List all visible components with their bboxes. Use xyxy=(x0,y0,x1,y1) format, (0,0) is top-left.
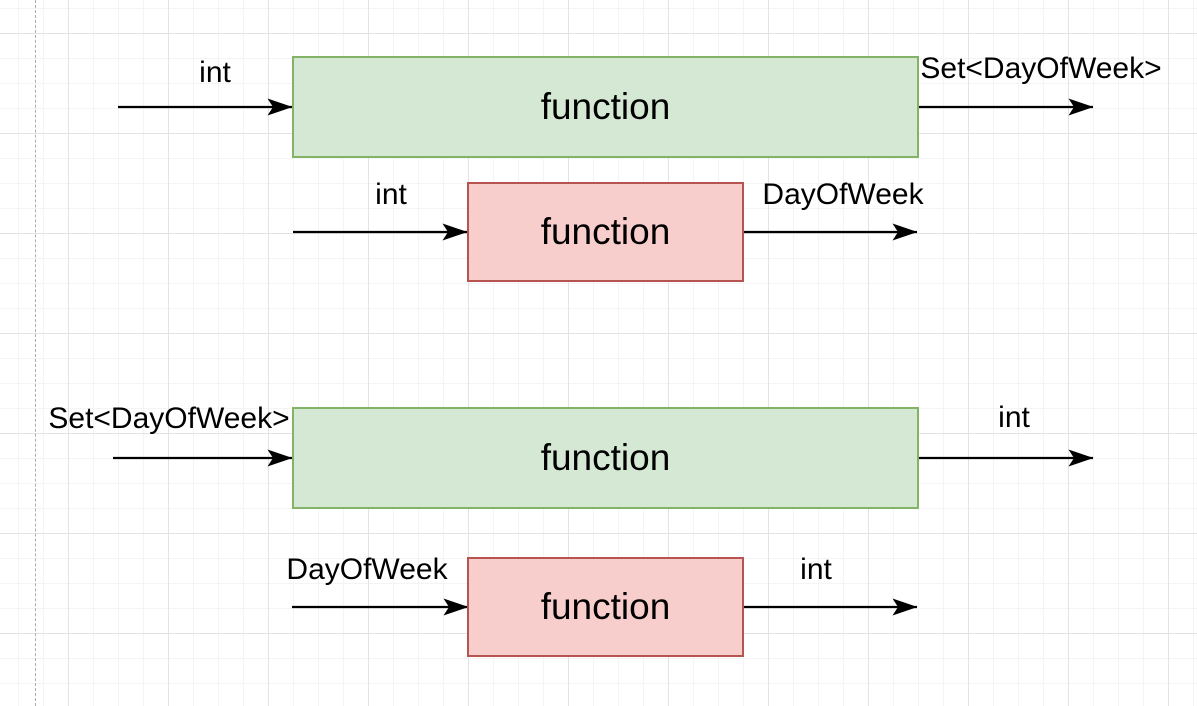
row3-output-label[interactable]: int xyxy=(998,401,1030,434)
row4-function-box-label: function xyxy=(540,586,671,627)
row3-function-box-label: function xyxy=(540,437,671,478)
row2-function-box-label: function xyxy=(540,211,671,252)
row1-function-box-label: function xyxy=(540,86,671,127)
row2-input-label[interactable]: int xyxy=(375,178,407,211)
row4-output-label[interactable]: int xyxy=(800,553,832,586)
row1-output-label[interactable]: Set<DayOfWeek> xyxy=(920,52,1162,85)
row1-function-box[interactable]: function xyxy=(292,56,919,158)
row4-function-box[interactable]: function xyxy=(467,557,744,657)
page-boundary-dashed-line xyxy=(35,0,36,706)
row1-input-label[interactable]: int xyxy=(199,56,231,89)
row4-input-label[interactable]: DayOfWeek xyxy=(286,553,448,586)
row2-output-label[interactable]: DayOfWeek xyxy=(762,178,924,211)
row3-function-box[interactable]: function xyxy=(292,407,919,509)
row3-input-label[interactable]: Set<DayOfWeek> xyxy=(48,402,290,435)
row2-function-box[interactable]: function xyxy=(467,182,744,282)
